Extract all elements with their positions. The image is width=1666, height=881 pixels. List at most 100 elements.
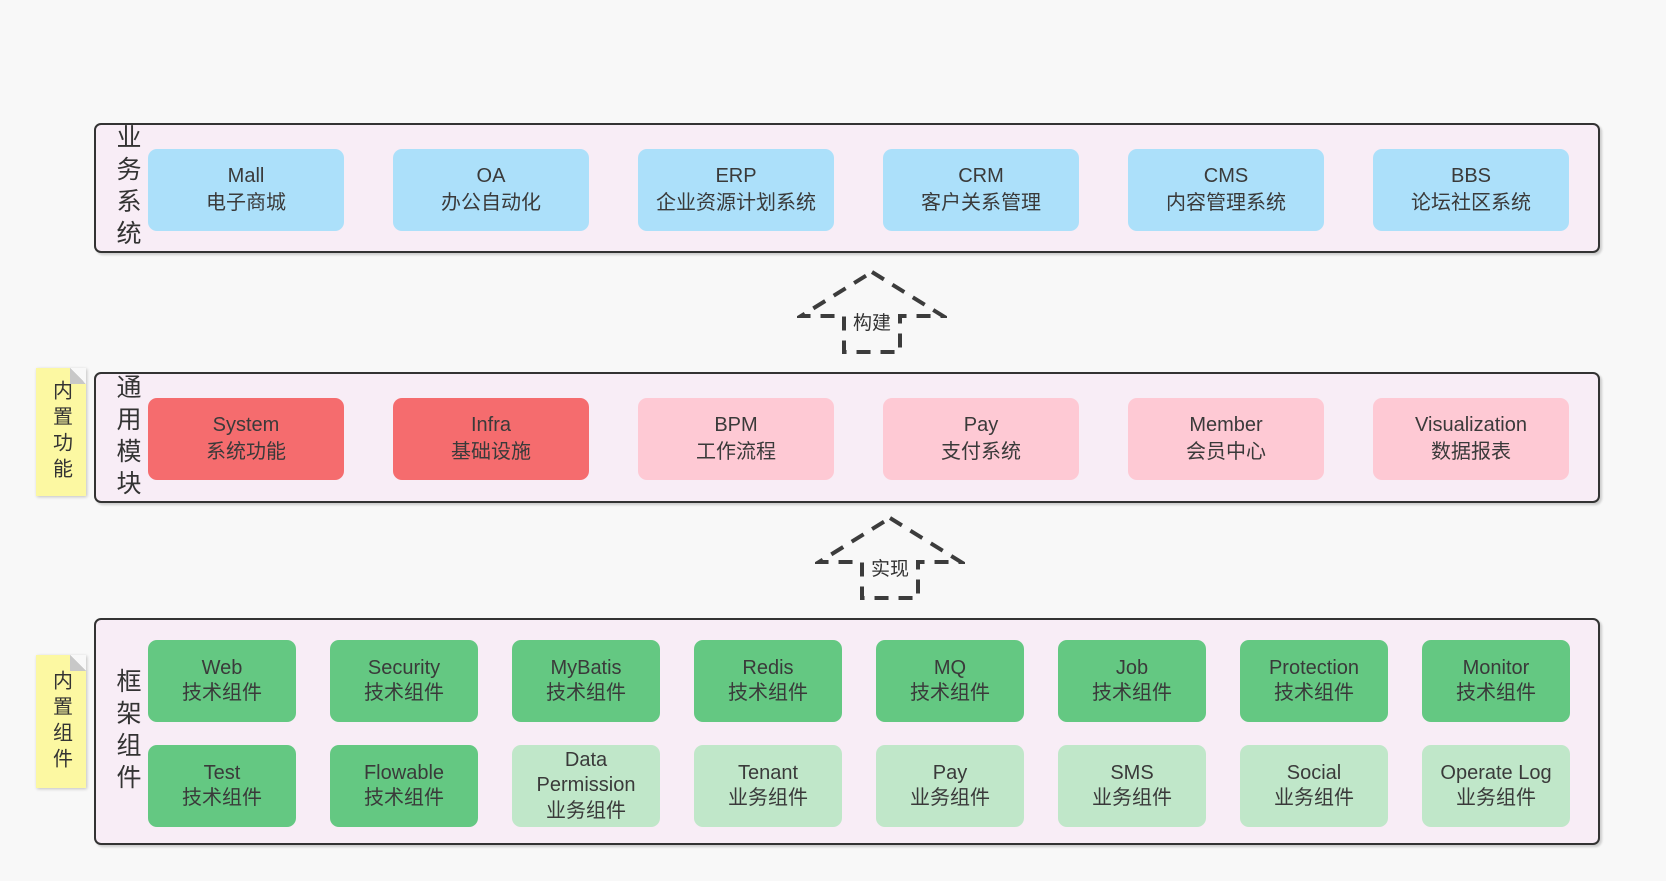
box-mall: Mall 电子商城 [148,149,344,231]
box-title: OA [476,165,506,187]
modules-box-row: System 系统功能 Infra 基础设施 BPM 工作流程 Pay 支付系统… [148,398,1569,480]
box-title: BPM [714,414,758,436]
box-subtitle: 业务组件 [1092,787,1172,809]
build-arrow: 构建 [797,268,947,356]
box-flowable: Flowable 技术组件 [330,745,478,827]
box-subtitle: 论坛社区系统 [1411,192,1531,214]
implement-arrow: 实现 [815,514,965,602]
box-pay-component: Pay 业务组件 [876,745,1024,827]
sticky-note-text: 内置功能 [49,380,72,484]
implement-arrow-label: 实现 [867,554,913,581]
layer-business-systems: 业务系统 Mall 电子商城 OA 办公自动化 ERP 企业资源计划系统 CRM… [94,123,1600,253]
box-crm: CRM 客户关系管理 [883,149,1079,231]
box-operate-log: Operate Log 业务组件 [1422,745,1570,827]
box-erp: ERP 企业资源计划系统 [638,149,834,231]
box-mq: MQ 技术组件 [876,640,1024,722]
box-tenant: Tenant 业务组件 [694,745,842,827]
box-subtitle: 技术组件 [364,787,444,809]
box-title: Pay [932,761,968,784]
up-arrow-icon [815,515,965,600]
box-subtitle: 会员中心 [1186,441,1266,463]
box-subtitle: 技术组件 [182,682,262,704]
sticky-note-text: 内置组件 [49,669,72,774]
business-box-row: Mall 电子商城 OA 办公自动化 ERP 企业资源计划系统 CRM 客户关系… [148,149,1569,231]
box-title: Web [201,656,243,679]
box-subtitle: 技术组件 [728,682,808,704]
box-system: System 系统功能 [148,398,344,480]
sticky-note-builtin-features: 内置功能 [36,368,86,496]
build-arrow-label: 构建 [849,308,895,335]
box-subtitle: 技术组件 [182,787,262,809]
box-title: Flowable [363,761,445,784]
box-subtitle: 企业资源计划系统 [656,192,816,214]
layer-components-vertical-label: 框架组件 [113,667,141,796]
components-grid: Web 技术组件 Security 技术组件 MyBatis 技术组件 Redi… [148,640,1570,827]
box-subtitle: 技术组件 [910,682,990,704]
layer-business-vertical-label: 业务系统 [113,124,141,252]
box-subtitle: 业务组件 [1456,787,1536,809]
box-title: CRM [958,165,1004,187]
box-title: MyBatis [550,656,622,679]
box-bpm: BPM 工作流程 [638,398,834,480]
box-title: Security [367,656,441,679]
box-subtitle: 支付系统 [941,441,1021,463]
box-title: System [212,414,280,436]
box-subtitle: 业务组件 [546,799,626,822]
box-title: Test [203,761,241,784]
box-title: CMS [1203,165,1249,187]
box-title: SMS [1110,761,1154,784]
box-subtitle: 业务组件 [728,787,808,809]
box-title: Tenant [737,761,799,784]
box-subtitle: 技术组件 [1274,682,1354,704]
box-title: Infra [470,414,512,436]
box-subtitle: 数据报表 [1431,441,1511,463]
box-job: Job 技术组件 [1058,640,1206,722]
box-subtitle: 工作流程 [696,441,776,463]
box-monitor: Monitor 技术组件 [1422,640,1570,722]
box-subtitle: 办公自动化 [441,192,541,214]
box-redis: Redis 技术组件 [694,640,842,722]
box-subtitle: 技术组件 [546,682,626,704]
box-pay-module: Pay 支付系统 [883,398,1079,480]
folded-corner-icon [70,655,86,671]
box-security: Security 技术组件 [330,640,478,722]
box-title: Monitor [1462,656,1530,679]
box-subtitle: 技术组件 [364,682,444,704]
box-title: BBS [1450,165,1492,187]
box-protection: Protection 技术组件 [1240,640,1388,722]
box-member: Member 会员中心 [1128,398,1324,480]
box-social: Social 业务组件 [1240,745,1388,827]
box-title: Operate Log [1440,761,1552,784]
box-title: Visualization [1415,414,1527,436]
box-title: Redis [742,656,794,679]
box-mybatis: MyBatis 技术组件 [512,640,660,722]
folded-corner-icon [70,368,86,384]
up-arrow-icon [797,269,947,354]
layer-common-modules: 通用模块 System 系统功能 Infra 基础设施 BPM 工作流程 Pay… [94,372,1600,503]
box-title: Pay [963,414,999,436]
box-sms: SMS 业务组件 [1058,745,1206,827]
box-title: Social [1286,761,1342,784]
box-oa: OA 办公自动化 [393,149,589,231]
box-subtitle: 电子商城 [206,192,286,214]
box-title: MQ [933,656,967,679]
box-title: Job [1115,656,1149,679]
box-web: Web 技术组件 [148,640,296,722]
box-visualization: Visualization 数据报表 [1373,398,1569,480]
box-subtitle: 内容管理系统 [1166,192,1286,214]
box-title: Member [1189,414,1263,436]
box-subtitle: 基础设施 [451,441,531,463]
box-subtitle: 技术组件 [1092,682,1172,704]
sticky-note-builtin-components: 内置组件 [36,655,86,788]
box-subtitle: 业务组件 [1274,787,1354,809]
box-subtitle: 业务组件 [910,787,990,809]
box-cms: CMS 内容管理系统 [1128,149,1324,231]
box-title: Protection [1268,656,1360,679]
box-subtitle: 客户关系管理 [921,192,1041,214]
box-infra: Infra 基础设施 [393,398,589,480]
box-title: ERP [715,165,757,187]
box-test: Test 技术组件 [148,745,296,827]
box-bbs: BBS 论坛社区系统 [1373,149,1569,231]
box-title: Data Permission [536,749,636,797]
